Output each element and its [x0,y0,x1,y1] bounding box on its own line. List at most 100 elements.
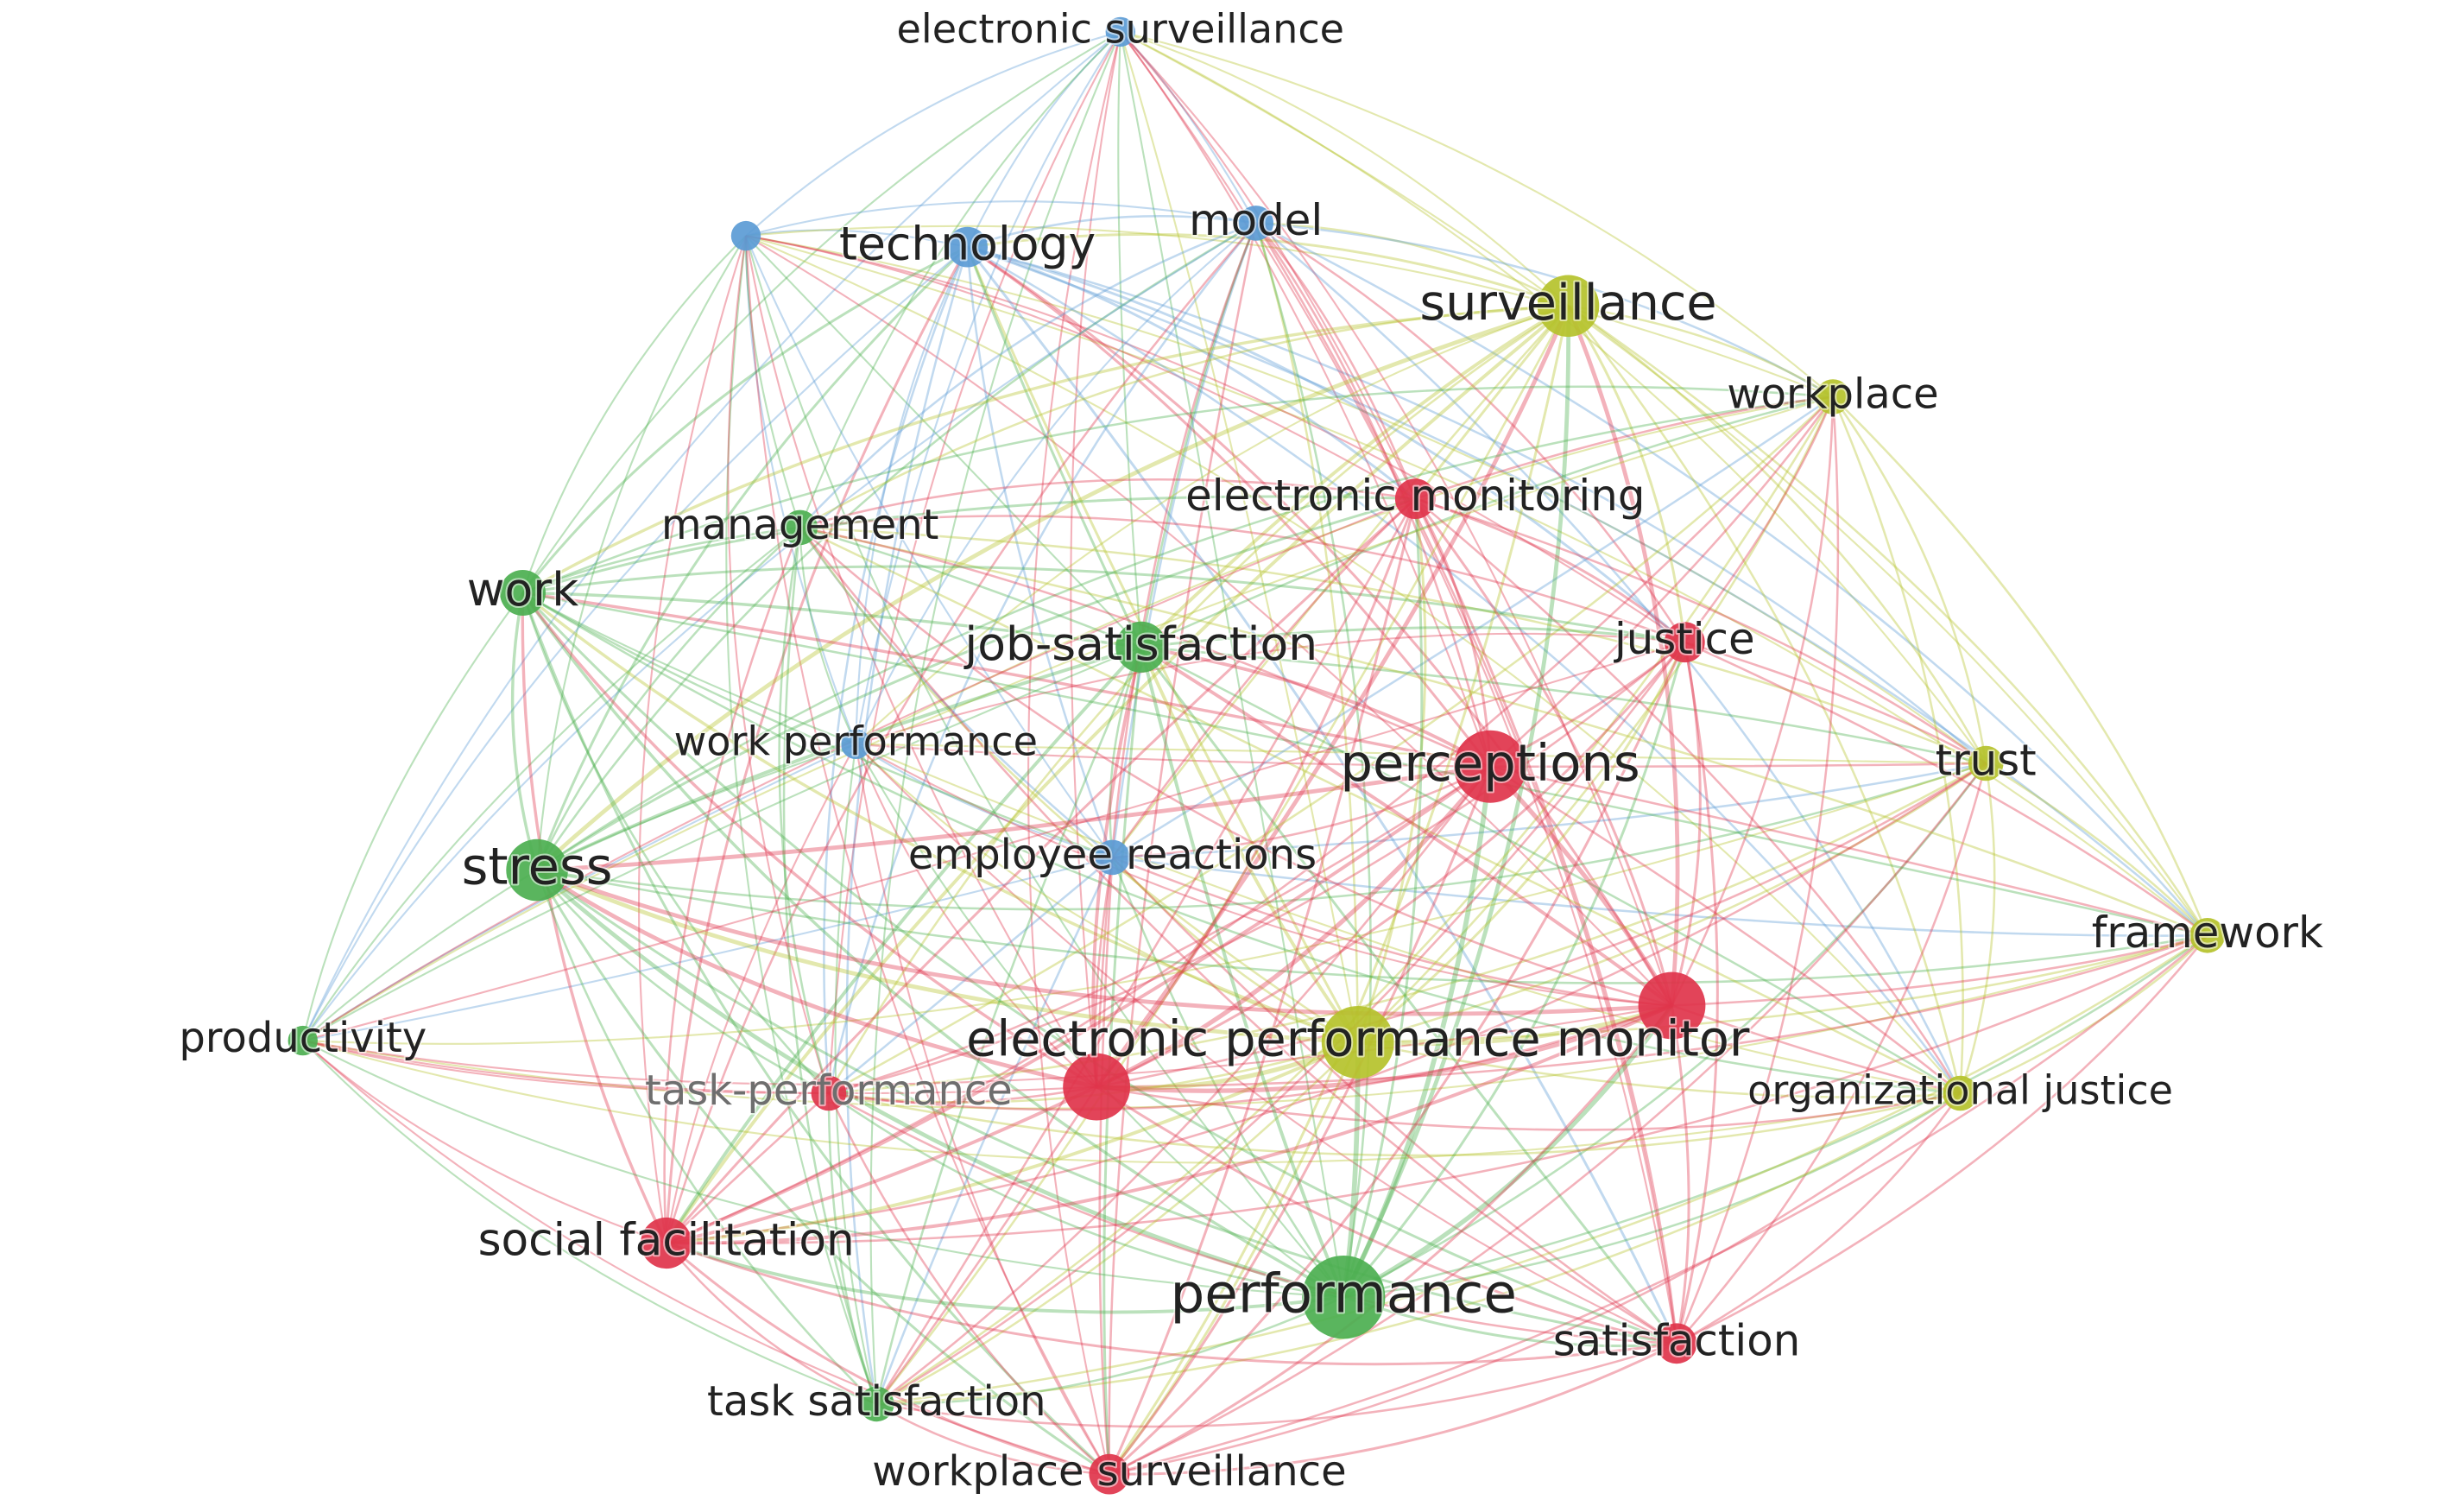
node-employee-reactions[interactable] [1095,839,1130,876]
label-task-satisfaction: task satisfaction [707,1377,1046,1426]
edge [1343,1295,1677,1348]
node-perceptions[interactable] [1454,730,1527,803]
edge [875,641,1686,1405]
edge [744,235,1344,1298]
edge [1095,305,1570,1089]
edge [966,245,1673,1007]
edge [966,246,1143,648]
edge [799,526,1491,768]
edge [967,232,1569,307]
edge [1342,1003,1674,1300]
node-epm-red-2[interactable] [1638,971,1706,1040]
edge [302,1040,1110,1476]
node-job-satisfaction[interactable] [1115,621,1167,673]
edge [828,1092,1344,1299]
node-framework[interactable] [2189,918,2226,953]
edge [1684,641,1987,765]
edge [521,592,856,745]
node-performance[interactable] [1302,1256,1386,1339]
edge [875,646,1142,1405]
edge [1108,223,1257,1475]
edge [302,497,1416,1041]
label-surveillance: surveillance [1419,275,1716,332]
label-electronic-performance-monitor: electronic performance monitor [966,1011,1750,1068]
edge [875,395,1835,1405]
edge [1959,762,1996,1094]
edge [665,744,857,1243]
edge [799,515,1685,643]
edge [799,478,1416,529]
edge [745,229,968,249]
edge [536,762,1987,911]
edge [521,592,1677,1345]
edge [799,526,1142,649]
edge [855,395,1834,745]
edge [799,526,1962,1095]
edge [302,762,1987,1045]
edge [1140,626,1685,649]
edge [1120,30,1834,398]
node-task-satisfaction[interactable] [859,1386,894,1422]
node-stress[interactable] [506,838,568,902]
edge [302,1040,1961,1164]
edge [302,646,1142,1042]
edge [521,592,1359,1044]
edge [875,1085,1098,1405]
edge [1140,646,1360,1044]
node-electronic-surveillance[interactable] [1105,16,1136,47]
node-model[interactable] [1238,206,1273,241]
edge [535,304,1570,872]
edge [1112,856,1672,1007]
edge [1356,498,1427,1043]
edge [665,497,1417,1244]
edge [967,245,1987,764]
edge [665,246,969,1243]
node-electronic-performance-monitoring[interactable] [1063,1053,1130,1121]
edge [1671,934,2208,1007]
edge [1676,1092,1962,1345]
edge [745,200,1256,237]
node-surveillance[interactable] [1537,275,1600,338]
node-productivity[interactable] [287,1025,318,1056]
node-task-performance[interactable] [811,1075,847,1111]
edge [799,527,1359,1044]
edge [510,592,539,871]
node-social-facilitation[interactable] [641,1217,692,1269]
node-satisfaction[interactable] [1656,1323,1697,1364]
edge [1091,646,1143,1087]
label-social-facilitation: social facilitation [478,1215,855,1267]
edge [828,1092,1677,1345]
edge [301,246,969,1041]
node-unlabeled-blue[interactable] [730,220,761,251]
node-workplace-surveillance[interactable] [1089,1453,1130,1495]
node-electronic-monitoring[interactable] [1394,478,1436,519]
edge [665,765,1492,1245]
node-technology[interactable] [947,226,988,268]
node-justice[interactable] [1664,622,1705,663]
node-work-performance[interactable] [841,729,871,759]
edge [855,744,1359,1043]
node-trust[interactable] [1968,745,2004,781]
label-electronic-monitoring: electronic monitoring [1185,471,1645,521]
edge [1108,1041,1360,1476]
node-work[interactable] [500,570,546,616]
edge [828,395,1834,1095]
node-electronic-performance-monitor[interactable] [1321,1006,1394,1079]
edge [638,235,747,1243]
edge [1095,765,1493,1089]
edge [799,527,857,745]
node-workplace[interactable] [1815,379,1851,414]
edge [1119,31,1492,768]
node-management[interactable] [782,509,818,546]
edge [522,591,1491,769]
edge [1096,1003,1673,1093]
edge [799,222,1257,528]
edge [875,305,1570,1405]
edge [666,395,1834,1244]
edge [1112,765,1491,859]
edge [301,592,524,1041]
edge [745,235,1416,500]
node-organizational-justice[interactable] [1943,1075,1978,1111]
edge [875,1041,1359,1406]
edge [828,762,1987,1095]
